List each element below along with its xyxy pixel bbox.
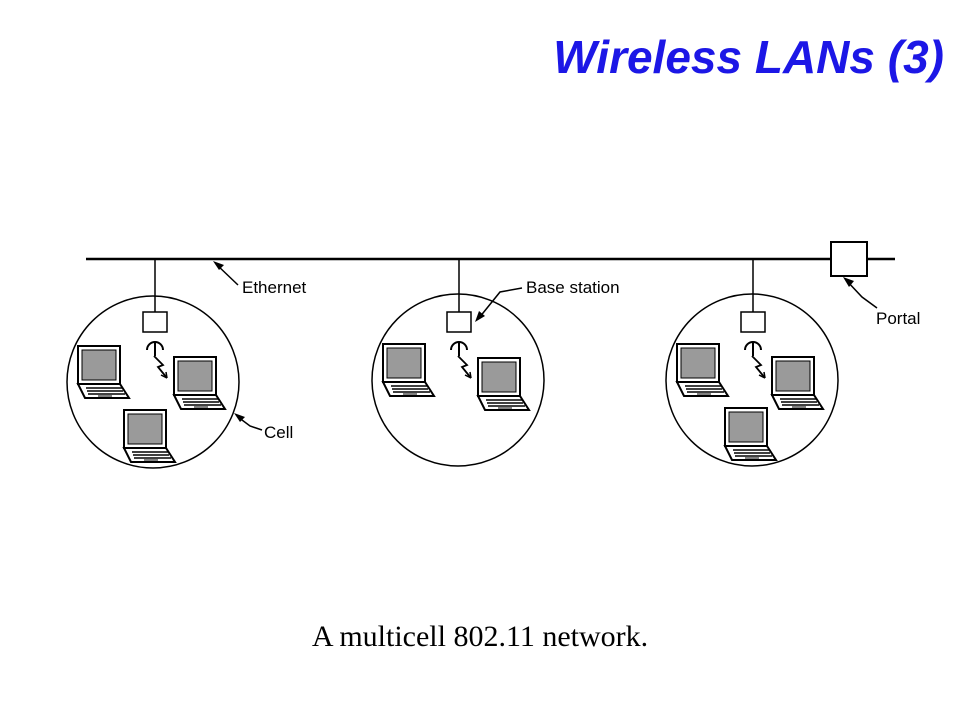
slide-title: Wireless LANs (3) — [553, 31, 944, 83]
figure-caption: A multicell 802.11 network. — [311, 620, 649, 653]
ethernet-label: Ethernet — [242, 278, 307, 297]
base-station-label: Base station — [526, 278, 620, 297]
cell-callout: Cell — [234, 413, 293, 442]
cell-2 — [371, 259, 545, 467]
ethernet-callout: Ethernet — [213, 261, 307, 297]
cell-1 — [66, 259, 240, 469]
portal-label: Portal — [876, 309, 920, 328]
portal-icon — [830, 241, 868, 277]
portal-callout: Portal — [843, 277, 920, 328]
cell-label: Cell — [264, 423, 293, 442]
cell-3 — [665, 259, 839, 467]
base-station-callout: Base station — [475, 278, 620, 322]
